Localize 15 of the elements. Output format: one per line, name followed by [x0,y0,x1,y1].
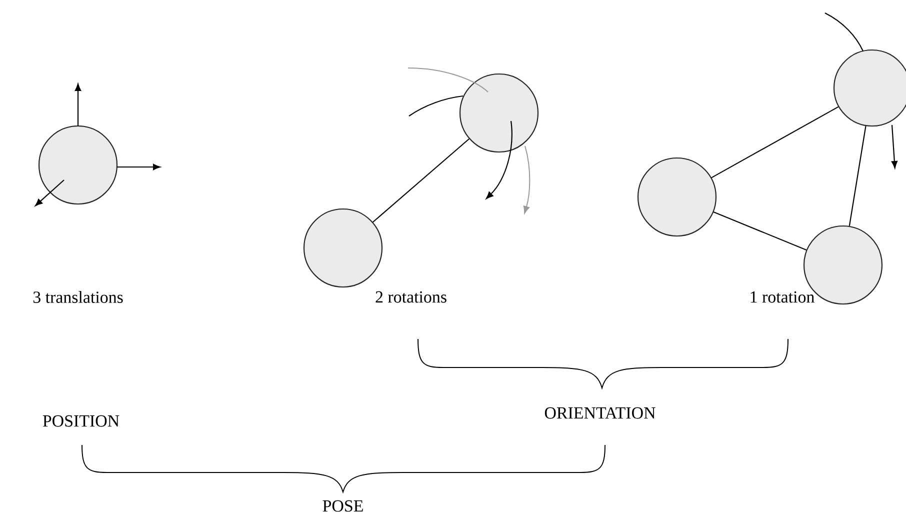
caption-text: 3 translations [33,291,123,303]
ball [637,157,717,237]
ball [38,125,118,205]
caption-text: 1 rotation [750,291,814,303]
link [372,138,470,223]
link [711,106,839,178]
caption-text: POSITION [42,415,120,427]
caption-text: ORIENTATION [544,407,656,419]
link [713,211,807,250]
ball [303,208,383,288]
ball [459,73,539,153]
caption-text: POSE [322,500,363,512]
ball [833,49,906,127]
caption-text: 2 rotations [376,291,446,303]
link [848,126,866,226]
